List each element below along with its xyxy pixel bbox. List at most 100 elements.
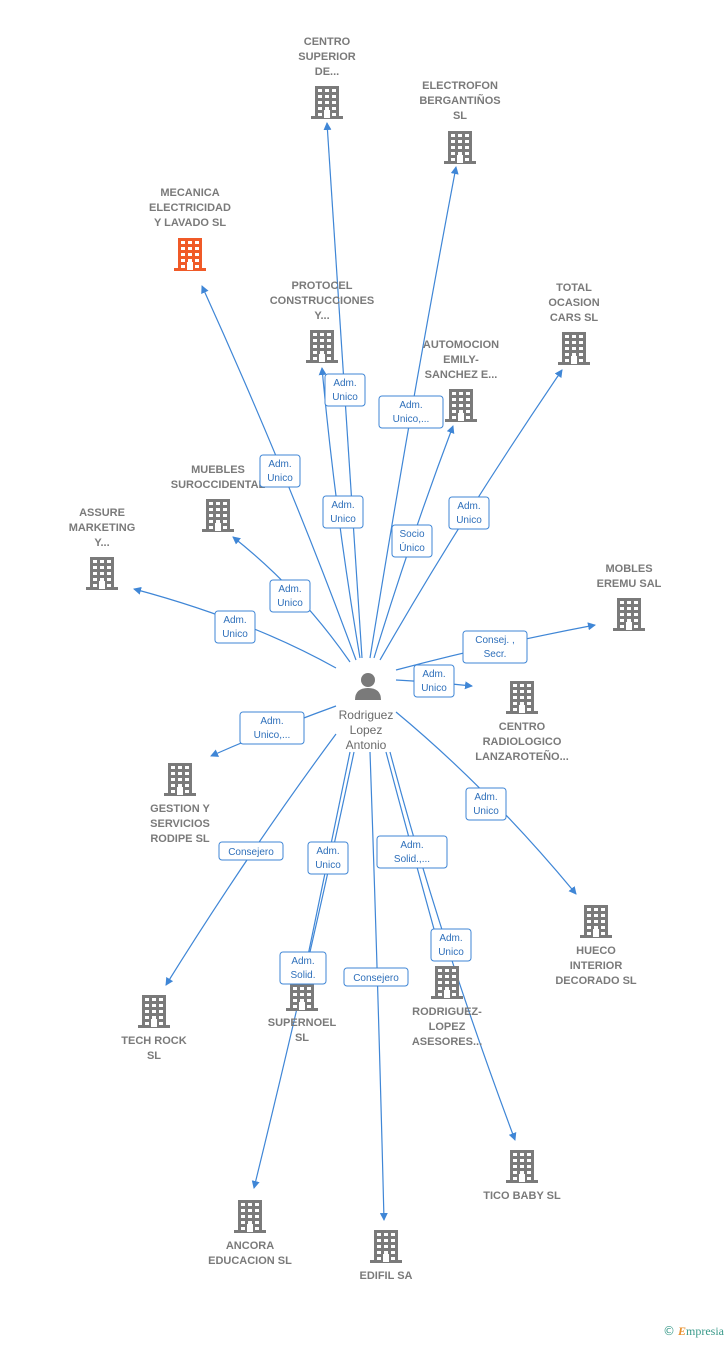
relation-label: Unico [330,514,356,525]
building-icon[interactable] [431,966,463,999]
relation-box-frame [218,841,284,861]
relation-label: Unico [315,860,341,871]
relation-box-edifil[interactable]: Consejero [343,967,409,987]
relation-label: Unico [277,598,303,609]
relation-label: Unico [222,629,248,640]
company-name-line: ASESORES... [412,1036,482,1048]
relation-label: Unico [421,683,447,694]
company-name-line: Y LAVADO SL [154,217,226,229]
relation-box-mecanica[interactable]: Adm.Unico [259,454,301,488]
company-name-line: SUROCCIDENTAL [171,479,266,491]
building-icon[interactable] [558,332,590,365]
company-node-protocel[interactable]: PROTOCELCONSTRUCCIONESY... [270,280,375,363]
company-node-tico-baby[interactable]: TICO BABY SL [483,1150,561,1202]
building-icon[interactable] [370,1230,402,1263]
relation-box-gestion[interactable]: Adm.Unico,... [239,711,305,745]
company-name-line: BERGANTIÑOS [419,94,500,107]
relation-box-hueco[interactable]: Adm.Unico [465,787,507,821]
building-icon[interactable] [202,499,234,532]
relation-box-rodriguez-lopez[interactable]: Adm.Solid.,... [376,835,448,869]
building-icon[interactable] [306,330,338,363]
company-name-line: CENTRO [499,721,546,733]
building-icon[interactable] [506,681,538,714]
company-node-assure[interactable]: ASSUREMARKETINGY... [69,507,136,590]
company-name-line: GESTION Y [150,803,210,815]
building-icon[interactable] [506,1150,538,1183]
building-icon[interactable] [444,131,476,164]
relation-box-supernoel[interactable]: Adm. Solid. [279,951,327,985]
relation-box-muebles[interactable]: Adm.Unico [269,579,311,613]
company-name-line: INTERIOR [570,960,623,972]
company-name-line: DECORADO SL [555,975,637,987]
relation-box-tech-rock[interactable]: Consejero [218,841,284,861]
relation-box-frame [269,579,311,613]
company-node-rodriguez-lopez[interactable]: RODRIGUEZ-LOPEZASESORES... [412,966,482,1048]
relation-label: Adm. [474,792,497,803]
building-icon[interactable] [164,763,196,796]
company-node-ancora[interactable]: ANCORA EDUCACION SL [208,1200,292,1267]
company-name-line: SERVICIOS [150,818,210,830]
building-icon[interactable] [580,905,612,938]
relation-label: Solid.,... [394,854,430,865]
company-name-line: LANZAROTEÑO... [475,750,569,763]
relation-box-ancora[interactable]: Adm.Unico [307,841,349,875]
relation-box-frame [448,496,490,530]
relation-box-assure[interactable]: Adm.Unico [214,610,256,644]
company-node-centro-superior[interactable]: CENTROSUPERIORDE... [298,36,356,119]
relation-label: Unico [267,473,293,484]
company-name-line: CONSTRUCCIONES [270,295,375,307]
relation-label: Adm. [399,400,422,411]
building-icon[interactable] [311,86,343,119]
relation-box-centro-superior[interactable]: Adm.Unico [324,373,366,407]
relation-box-frame [462,630,528,664]
building-icon[interactable] [174,238,206,271]
company-node-centro-radiologico[interactable]: CENTRORADIOLOGICOLANZAROTEÑO... [475,681,569,763]
relation-box-frame [259,454,301,488]
company-name-line: EMILY- [443,354,479,366]
relation-box-total-ocasion[interactable]: Adm.Unico [448,496,490,530]
company-name-line: LOPEZ [429,1021,466,1033]
relation-label: Adm. [291,956,314,967]
company-name-line: EREMU SAL [597,578,662,590]
company-name-line: SUPERNOEL [268,1017,337,1029]
relation-box-electrofon[interactable]: Adm.Unico,... [378,395,444,429]
relation-label: Secr. [484,649,507,660]
relation-box-centro-radiologico[interactable]: Adm.Unico [413,664,455,698]
relation-label: Unico,... [254,730,291,741]
building-icon[interactable] [138,995,170,1028]
company-name-line: MECANICA [160,187,219,199]
relation-box-tico-baby[interactable]: Adm.Unico [430,928,472,962]
company-name-line: EDUCACION SL [208,1255,292,1267]
relation-label: Socio [399,529,424,540]
building-icon[interactable] [86,557,118,590]
company-name-line: CARS SL [550,312,599,324]
relation-box-frame [307,841,349,875]
relation-label: Consej. , [475,635,514,646]
company-name-line: ANCORA [226,1240,274,1252]
relation-box-mobles[interactable]: Consej. , Secr. [462,630,528,664]
relation-label: Unico [456,515,482,526]
building-icon[interactable] [613,598,645,631]
relation-label: Solid. [290,970,315,981]
person-icon [355,673,381,700]
building-icon[interactable] [445,389,477,422]
company-name-line: SANCHEZ E... [425,369,498,381]
relation-box-protocel[interactable]: Adm.Unico [322,495,364,529]
relation-box-frame [378,395,444,429]
building-icon[interactable] [234,1200,266,1233]
relation-label: Adm. [439,933,462,944]
company-node-edifil[interactable]: EDIFIL SA [360,1230,413,1282]
copyright-icon: © [662,1324,675,1338]
